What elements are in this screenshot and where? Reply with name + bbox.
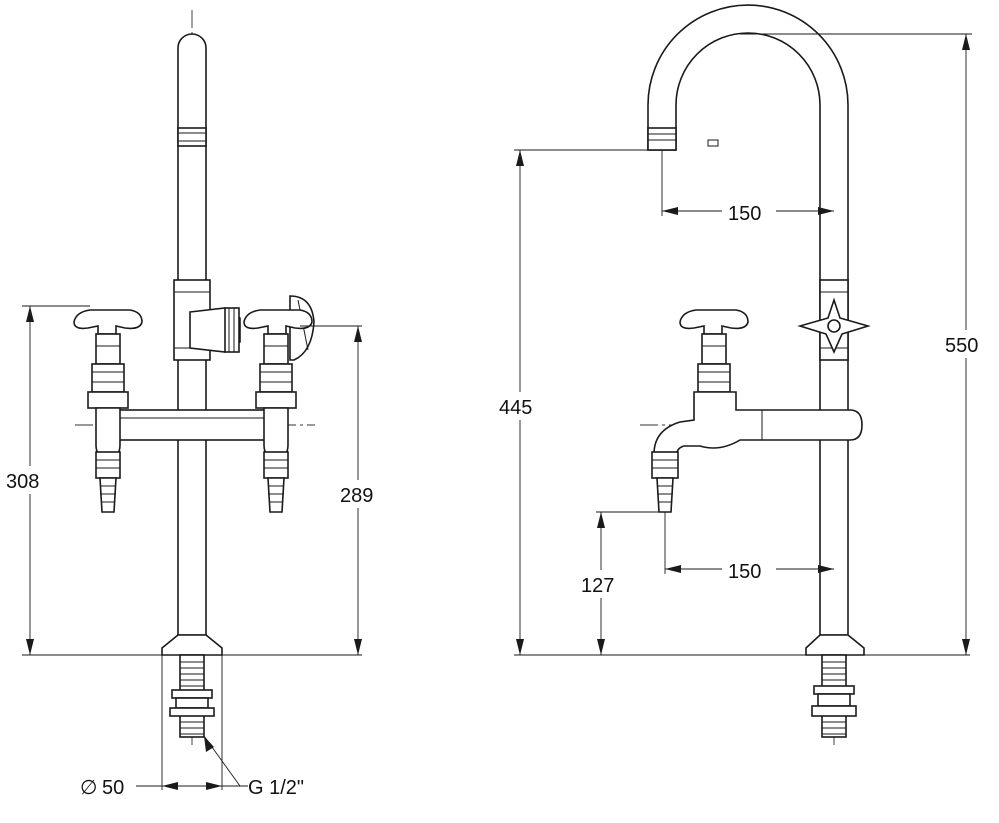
base-flange <box>161 634 223 738</box>
right-valve <box>243 309 313 513</box>
diameter-symbol: ∅ <box>80 777 97 799</box>
dimension-label: 150 <box>728 561 761 583</box>
dimension-label: 50 <box>102 777 124 799</box>
dimension-label: 308 <box>6 471 39 493</box>
dimension-label: 127 <box>581 575 614 597</box>
side-base-flange <box>805 634 865 738</box>
dimension-550: 550 <box>740 33 990 655</box>
side-valve <box>651 309 863 513</box>
dimension-127: 127 <box>578 511 665 655</box>
dimension-150-outlet: 150 <box>664 512 834 584</box>
thread-label: G 1/2" <box>248 777 304 799</box>
front-view: 308 289 ∅ 50 G 1/2" <box>2 10 384 799</box>
dimension-label: 289 <box>340 485 373 507</box>
cross-bar <box>115 409 267 441</box>
thread-callout: G 1/2" <box>203 735 304 799</box>
dimension-308: 308 <box>2 305 90 655</box>
dimension-445: 445 <box>496 149 648 655</box>
dimension-diameter: ∅ 50 <box>80 655 248 799</box>
star-handle <box>797 297 871 354</box>
left-valve <box>73 309 143 513</box>
dimension-label: 150 <box>728 203 761 225</box>
dimension-label: 550 <box>945 335 978 357</box>
dimension-289: 289 <box>300 325 384 655</box>
dimension-150-spout: 150 <box>661 150 834 226</box>
dimension-label: 445 <box>499 397 532 419</box>
side-view: 445 550 150 127 <box>496 4 990 745</box>
